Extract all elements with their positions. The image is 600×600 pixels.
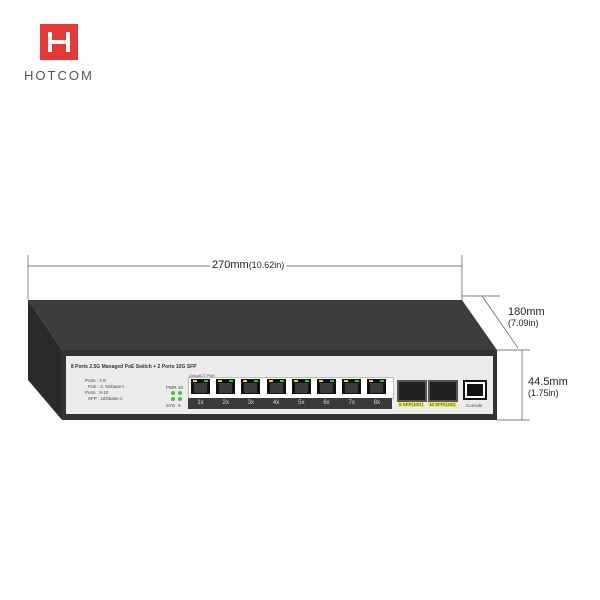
port-label: 3x bbox=[247, 400, 255, 406]
sys-label: SYS bbox=[166, 403, 176, 408]
port-label: 4x bbox=[272, 400, 280, 406]
rj45-port-2[interactable] bbox=[215, 378, 237, 395]
console-port[interactable] bbox=[463, 380, 487, 400]
sfp-port-10[interactable] bbox=[428, 380, 458, 402]
port-label-strip bbox=[188, 398, 392, 409]
rj45-port-6[interactable] bbox=[316, 378, 337, 395]
rj45-port-1[interactable] bbox=[190, 378, 211, 395]
pwr-label: PWR bbox=[166, 385, 177, 390]
sfp-9-label: 9 SFP(10G) bbox=[398, 402, 425, 407]
port-label: 7x bbox=[348, 400, 355, 406]
width-dimension: 270mm(10.62in) bbox=[210, 259, 287, 271]
rj45-port-4[interactable] bbox=[265, 378, 287, 395]
port-label: 8x bbox=[373, 400, 381, 406]
top-face bbox=[28, 300, 497, 350]
port-label: 1x bbox=[197, 400, 204, 406]
led-10-label: 10 bbox=[178, 385, 184, 390]
console-label: Console bbox=[466, 403, 483, 408]
rj45-port-8[interactable] bbox=[366, 378, 388, 395]
pwr-led bbox=[171, 391, 175, 395]
rj45-port-5[interactable] bbox=[290, 378, 312, 395]
side-face bbox=[28, 300, 62, 420]
logo-mark bbox=[40, 24, 78, 60]
link-act-label: Link/ACT bbox=[189, 373, 206, 378]
port-label: 5x bbox=[298, 400, 305, 406]
depth-dimension: 180mm(7.09in) bbox=[508, 306, 545, 328]
sys-led bbox=[171, 397, 175, 401]
led bbox=[178, 391, 182, 395]
rj45-port-7[interactable] bbox=[341, 378, 363, 395]
led-9-label: 9 bbox=[178, 403, 181, 408]
logo-text: HOTCOM bbox=[24, 68, 94, 83]
poe-label: PoE bbox=[207, 373, 215, 378]
panel-title: 8 Ports 2.5G Managed PoE Switch + 2 Port… bbox=[71, 364, 197, 370]
port-label: 6x bbox=[323, 400, 330, 406]
height-dimension: 44.5mm(1.75in) bbox=[528, 376, 568, 398]
sfp-port-9[interactable] bbox=[397, 380, 427, 402]
rj45-port-3[interactable] bbox=[240, 378, 262, 395]
sfp-10-label: 10 SFP(10G) bbox=[428, 402, 457, 407]
port-label: 2x bbox=[222, 400, 229, 406]
led bbox=[178, 397, 182, 401]
